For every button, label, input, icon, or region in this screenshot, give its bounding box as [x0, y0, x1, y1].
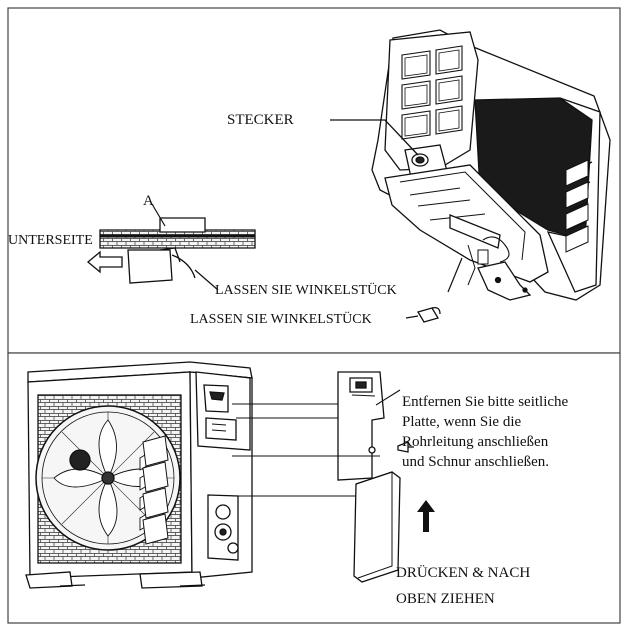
lassen-label-1: LASSEN SIE WINKELSTÜCK	[215, 281, 397, 298]
side-panel-drawing	[337, 371, 414, 583]
guide-lines	[232, 403, 380, 497]
a-label: A	[143, 193, 154, 209]
unterseite-label: UNTERSEITE	[8, 233, 93, 248]
up-arrow-icon	[417, 500, 435, 532]
lassen-label-2: LASSEN SIE WINKELSTÜCK	[190, 310, 372, 327]
lassen-leader-line-2	[405, 315, 419, 319]
instruction-line-1: Entfernen Sie bitte seitliche	[402, 394, 569, 410]
drain-detail-drawing	[86, 217, 256, 284]
instruction-leader-line	[375, 389, 401, 406]
lassen-leader-line-1	[194, 269, 219, 291]
stecker-leader-line	[330, 119, 419, 156]
stecker-label: STECKER	[227, 112, 294, 128]
push-label-line-1: DRÜCKEN & NACH	[396, 564, 530, 581]
a-leader-line	[151, 203, 166, 227]
lassen-leader-line-3	[447, 257, 463, 293]
indoor-unit-drawing	[371, 29, 611, 323]
instruction-line-4: und Schnur anschließen.	[402, 454, 549, 470]
outdoor-unit-drawing	[25, 361, 253, 589]
push-label-line-2: OBEN ZIEHEN	[396, 591, 495, 607]
instruction-line-3: Rohrleitung anschließen	[402, 434, 549, 450]
instruction-line-2: Platte, wenn Sie die	[402, 414, 521, 430]
